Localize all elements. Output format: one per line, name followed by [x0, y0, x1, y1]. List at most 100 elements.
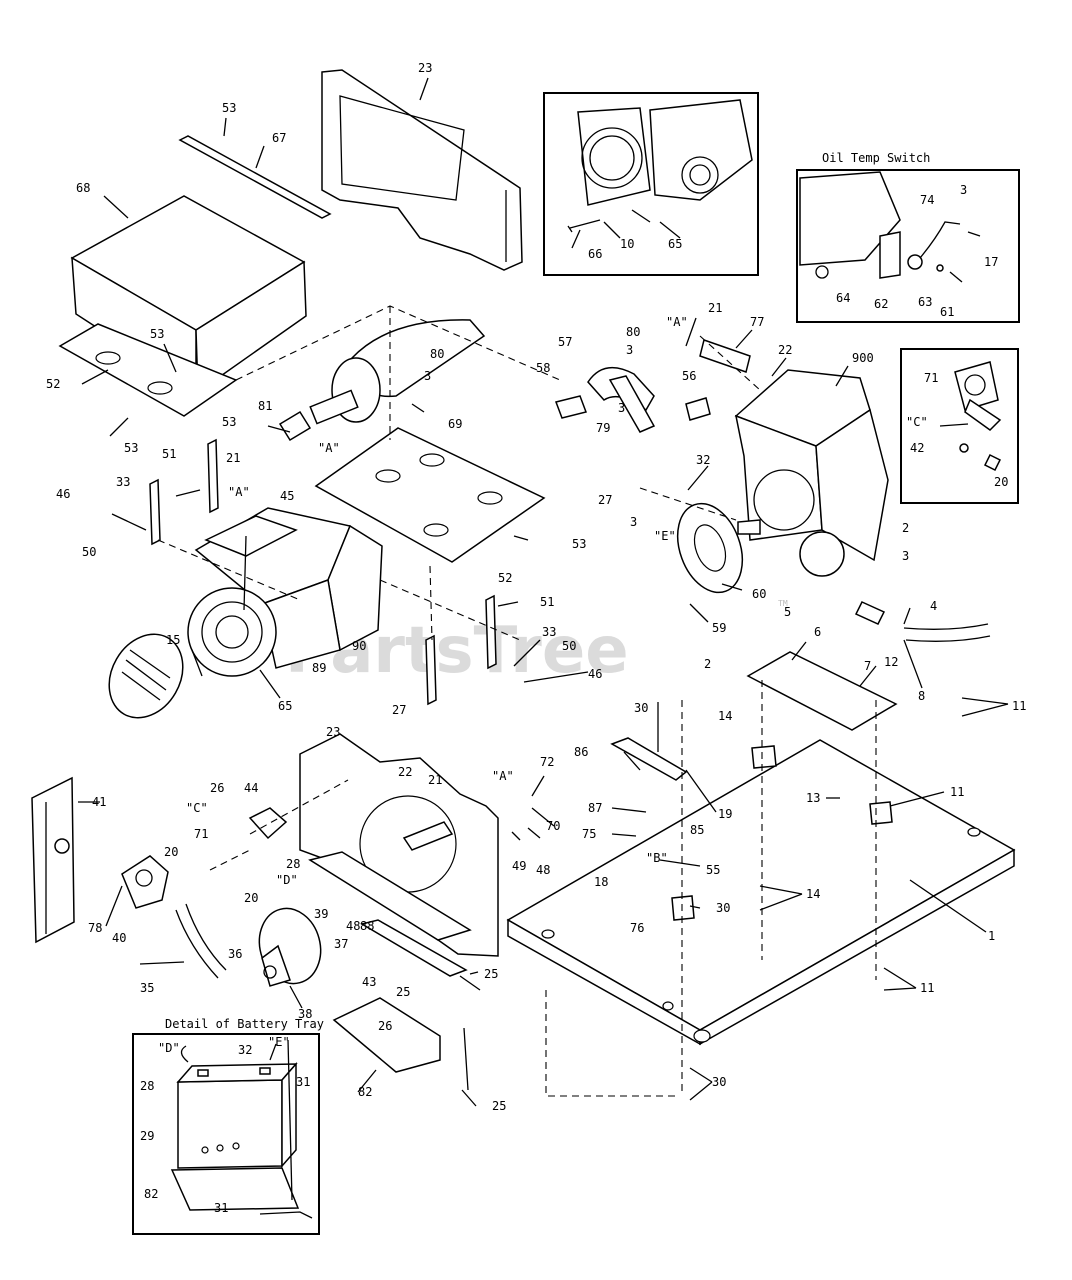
- callout-22-a: 22: [778, 343, 792, 357]
- callout-43: 43: [362, 975, 376, 989]
- callout-59: 59: [712, 621, 726, 635]
- callout-30-a: 30: [634, 701, 648, 715]
- callout-30-b: 30: [716, 901, 730, 915]
- watermark-trademark: TM: [778, 599, 788, 608]
- strap-25: [360, 919, 468, 977]
- callout-53-d: 53: [222, 415, 236, 429]
- callout-62: 62: [874, 297, 888, 311]
- strap-33-left: [149, 478, 161, 546]
- callout-81: 81: [258, 399, 272, 413]
- callout-72: 72: [540, 755, 554, 769]
- callout-1: 1: [988, 929, 995, 943]
- callout-82-a: 82: [358, 1085, 372, 1099]
- tray-52-mid: [314, 427, 546, 563]
- callout-50-a: 50: [82, 545, 96, 559]
- callout-20-b: 20: [164, 845, 178, 859]
- callout-48-b: 48: [346, 919, 360, 933]
- callout-7: 7: [864, 659, 871, 673]
- callout-58: 58: [536, 361, 550, 375]
- callout-46-b: 46: [588, 667, 602, 681]
- bracket-6: [746, 651, 898, 731]
- callout-39: 39: [314, 907, 328, 921]
- callout-A-1: "A": [318, 441, 340, 455]
- callout-80-a: 80: [430, 347, 444, 361]
- callout-53-c: 53: [124, 441, 138, 455]
- callout-4: 4: [930, 599, 937, 613]
- assembly-dash-lines: [157, 305, 877, 1097]
- callout-71-a: 71: [924, 371, 938, 385]
- end-bell-65: [187, 587, 277, 677]
- callout-D-1: "D": [276, 873, 298, 887]
- callout-D-2: "D": [158, 1041, 180, 1055]
- callout-63: 63: [918, 295, 932, 309]
- callout-E-2: "E": [268, 1035, 290, 1049]
- callout-12: 12: [884, 655, 898, 669]
- callout-2-a: 2: [902, 521, 909, 535]
- solenoid-valve-40: [121, 855, 169, 909]
- callout-18: 18: [594, 875, 608, 889]
- callout-70: 70: [546, 819, 560, 833]
- panel-23-top: [321, 69, 523, 271]
- callout-66: 66: [588, 247, 602, 261]
- callout-23-lower: 23: [326, 725, 340, 739]
- callout-B: "B": [646, 851, 668, 865]
- callout-56: 56: [682, 369, 696, 383]
- fitting-7: [854, 601, 886, 625]
- pipe-77: [699, 339, 751, 373]
- battery-tray-82: [332, 997, 441, 1073]
- callout-60: 60: [752, 587, 766, 601]
- callout-28-b: 28: [140, 1079, 154, 1093]
- battery-tray-title: Detail of Battery Tray: [165, 1017, 324, 1031]
- callout-35: 35: [140, 981, 154, 995]
- control-panel-41: [31, 776, 75, 944]
- callout-86: 86: [574, 745, 588, 759]
- callout-37: 37: [334, 937, 348, 951]
- callout-38: 38: [298, 1007, 312, 1021]
- callout-27-b: 27: [598, 493, 612, 507]
- callout-41: 41: [92, 795, 106, 809]
- callout-31-a: 31: [296, 1075, 310, 1089]
- detail-box-remote-switch: [900, 348, 1019, 504]
- callout-75: 75: [582, 827, 596, 841]
- callout-3-e: 3: [630, 515, 637, 529]
- callout-74: 74: [920, 193, 934, 207]
- strap-51-right: [485, 594, 497, 670]
- callout-53-b: 53: [150, 327, 164, 341]
- callout-49: 49: [512, 859, 526, 873]
- callout-20-c: 20: [244, 891, 258, 905]
- callout-3-d: 3: [618, 401, 625, 415]
- callout-19: 19: [718, 807, 732, 821]
- callout-A-3: "A": [666, 315, 688, 329]
- callout-21-b: 21: [708, 301, 722, 315]
- callout-6: 6: [814, 625, 821, 639]
- callout-10: 10: [620, 237, 634, 251]
- callout-65-a: 65: [278, 699, 292, 713]
- callout-3-b: 3: [960, 183, 967, 197]
- regulator-38: [258, 907, 322, 987]
- callout-3-f: 3: [902, 549, 909, 563]
- callout-5: 5: [784, 605, 791, 619]
- callout-50-b: 50: [562, 639, 576, 653]
- hose-8: [903, 623, 991, 642]
- callout-A-4: "A": [492, 769, 514, 783]
- callout-31-b: 31: [214, 1201, 228, 1215]
- callout-C-2: "C": [186, 801, 208, 815]
- callout-14-b: 14: [806, 887, 820, 901]
- vibration-mount-30: [671, 895, 695, 921]
- strap-27: [425, 634, 437, 706]
- callout-15: 15: [166, 633, 180, 647]
- callout-26-a: 26: [210, 781, 224, 795]
- callout-40: 40: [112, 931, 126, 945]
- vibration-mount-14: [751, 745, 777, 769]
- callout-52-a: 52: [46, 377, 60, 391]
- callout-82-b: 82: [144, 1187, 158, 1201]
- gasket-56: [685, 397, 711, 421]
- callout-C-1: "C": [906, 415, 928, 429]
- callout-51-b: 51: [540, 595, 554, 609]
- grille-15: [108, 633, 184, 719]
- callout-42: 42: [910, 441, 924, 455]
- callout-65-b: 65: [668, 237, 682, 251]
- callout-87: 87: [588, 801, 602, 815]
- adapter-plate-60: [676, 502, 744, 594]
